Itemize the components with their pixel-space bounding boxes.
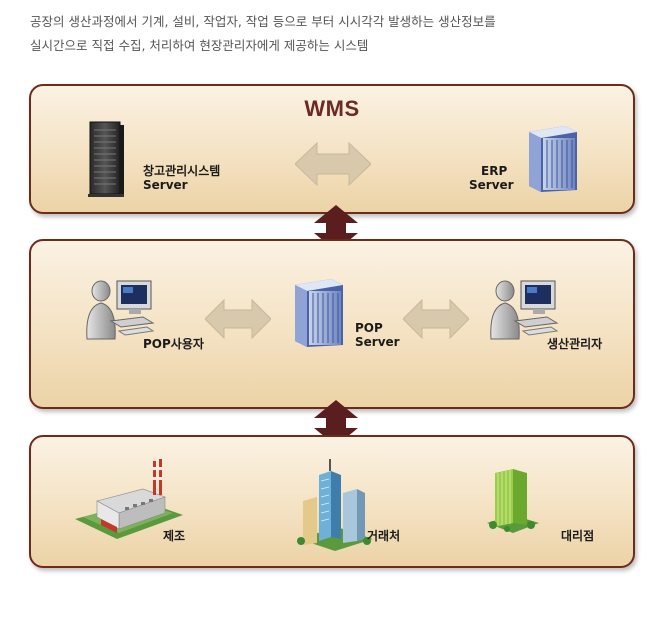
pop-panel: POP사용자 POP Server [29,239,635,409]
server-tower-icon [88,121,124,197]
manufacturing-label: 제조 [163,529,186,543]
pop-server-icon [295,279,343,347]
double-arrow-horizontal-icon [205,298,271,340]
wms-panel: WMS 창고관리시스템 Server [29,84,635,214]
intro-line-2: 실시간으로 직접 수집, 처리하여 현장관리자에게 제공하는 시스템 [30,38,369,53]
double-arrow-horizontal-icon [403,298,469,340]
wms-title: WMS [304,96,360,121]
double-arrow-vertical-icon [314,400,358,446]
production-manager-icon [490,280,559,340]
pop-server-label: POP Server [355,321,400,349]
dealer-label: 대리점 [561,529,595,543]
client-label: 거래처 [367,529,401,543]
production-manager-label: 생산관리자 [547,337,603,351]
pop-user-label: POP사용자 [143,337,204,351]
factory-icon [75,459,183,539]
green-building-icon [487,469,539,533]
partners-panel: 제조 거래처 대리점 [29,435,635,568]
erp-server-label: ERP Server [469,164,514,192]
office-buildings-icon [297,459,373,551]
warehouse-server-label: 창고관리시스템 Server [143,164,221,192]
intro-line-1: 공장의 생산과정에서 기계, 설비, 작업자, 작업 등으로 부터 시시각각 발… [30,14,496,29]
double-arrow-horizontal-icon [295,141,371,187]
pop-user-icon [86,280,155,340]
intro-text: 공장의 생산과정에서 기계, 설비, 작업자, 작업 등으로 부터 시시각각 발… [30,10,630,58]
erp-server-icon [529,126,577,192]
